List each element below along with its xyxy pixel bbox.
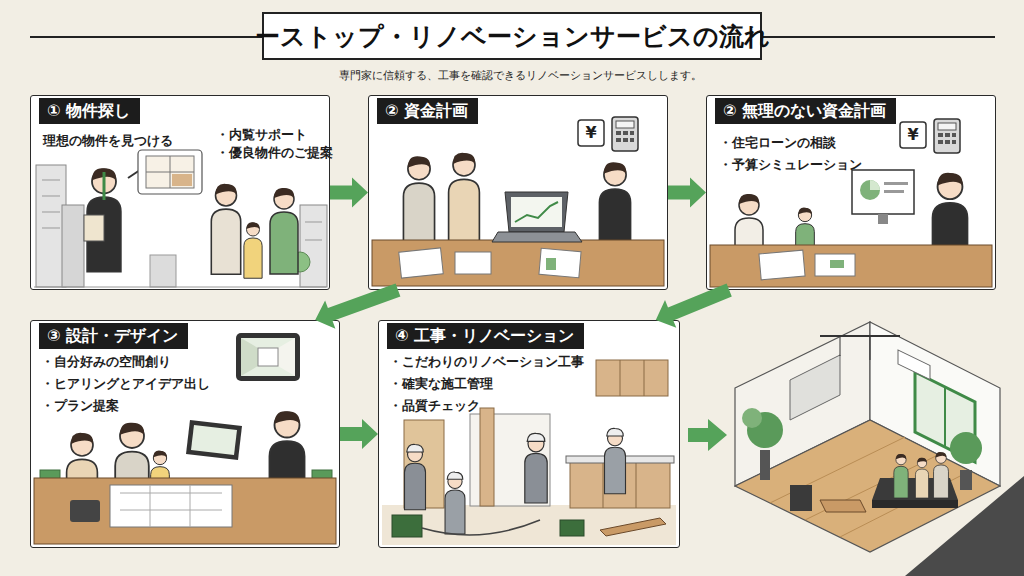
flow-arrow — [340, 419, 378, 449]
result-arrow — [688, 419, 727, 451]
finished-room-art — [735, 322, 870, 486]
step-panel: ② 資金計画 — [368, 95, 668, 290]
finished-room-art — [934, 452, 949, 498]
step-heading: ④ 工事・リノベーション — [387, 323, 584, 349]
finished-room-art — [872, 478, 958, 500]
step-bullet: ・品質チェック — [389, 397, 480, 415]
step-bullet: ・ヒアリングとアイデア出し — [41, 375, 210, 393]
step-panel: ④ 工事・リノベーション・こだわりのリノベーション工事・確実な施工管理・品質チェ… — [378, 320, 680, 548]
step-bullet: ・優良物件のご提案 — [216, 144, 333, 162]
flow-arrow — [668, 178, 706, 208]
subtitle-note: 専門家に信頼する、工事を確認できるリノベーションサービスしします。 — [8, 68, 1024, 83]
result-arrow — [688, 419, 727, 451]
currency-symbol: ¥ — [900, 122, 926, 148]
finished-room-art — [960, 470, 972, 490]
finished-room-art — [735, 420, 1000, 552]
step-heading: ① 物件探し — [39, 98, 140, 124]
step-bullet: ・確実な施工管理 — [389, 375, 493, 393]
corner-shade — [905, 476, 1024, 576]
step-panel: ③ 設計・デザイン・自分好みの空間創り・ヒアリングとアイデア出し・プラン提案 — [30, 320, 340, 548]
finished-room-art — [735, 322, 1000, 552]
title-box: ーストップ・リノベーションサービスの流れ — [262, 12, 762, 60]
title-rule — [30, 36, 995, 38]
finished-room-art — [840, 336, 841, 356]
finished-room-art — [944, 387, 946, 447]
step-panel: ② 無理のない資金計画・住宅ローンの相談・予算シミュレーション — [706, 95, 996, 290]
step-panel: ① 物件探し理想の物件を見つける ・内覧サポート・優良物件のご提案 — [30, 95, 330, 290]
finished-room-art — [915, 458, 928, 498]
finished-room-art — [790, 355, 840, 420]
finished-room-art — [770, 437, 905, 503]
step-bullet: ・予算シミュレーション — [719, 156, 862, 174]
corner-shade — [905, 476, 1024, 576]
step-heading: ② 無理のない資金計画 — [715, 98, 896, 124]
finished-room-art — [915, 372, 975, 462]
finished-room-art — [805, 454, 940, 520]
finished-room-art — [760, 450, 770, 480]
finished-room-art — [820, 335, 900, 337]
finished-room-art — [790, 485, 812, 511]
step-bullet: ・内覧サポート — [216, 126, 307, 144]
finished-room-art — [894, 454, 908, 498]
finished-room-art — [870, 322, 1000, 486]
step-heading: ③ 設計・デザイン — [39, 323, 188, 349]
flow-arrow — [330, 178, 368, 208]
step-bullet: ・プラン提案 — [41, 397, 119, 415]
finished-room-art — [870, 336, 871, 360]
title-rule — [30, 37, 995, 38]
step-bullet: ・住宅ローンの相談 — [719, 134, 836, 152]
finished-room-art — [898, 350, 930, 380]
step-bullet: ・自分好みの空間創り — [41, 353, 171, 371]
finished-room-art — [742, 408, 762, 428]
step-heading: ② 資金計画 — [377, 98, 478, 124]
finished-room-art — [820, 500, 866, 512]
finished-room-art — [950, 432, 982, 464]
currency-symbol: ¥ — [578, 120, 604, 146]
finished-room-art — [872, 500, 958, 508]
step-bullet: 理想の物件を見つける — [43, 132, 173, 150]
finished-room-art — [747, 412, 783, 448]
diagram-title: ーストップ・リノベーションサービスの流れ — [255, 20, 770, 53]
finished-room-art — [840, 471, 970, 537]
step-bullet: ・こだわりのリノベーション工事 — [389, 353, 584, 371]
